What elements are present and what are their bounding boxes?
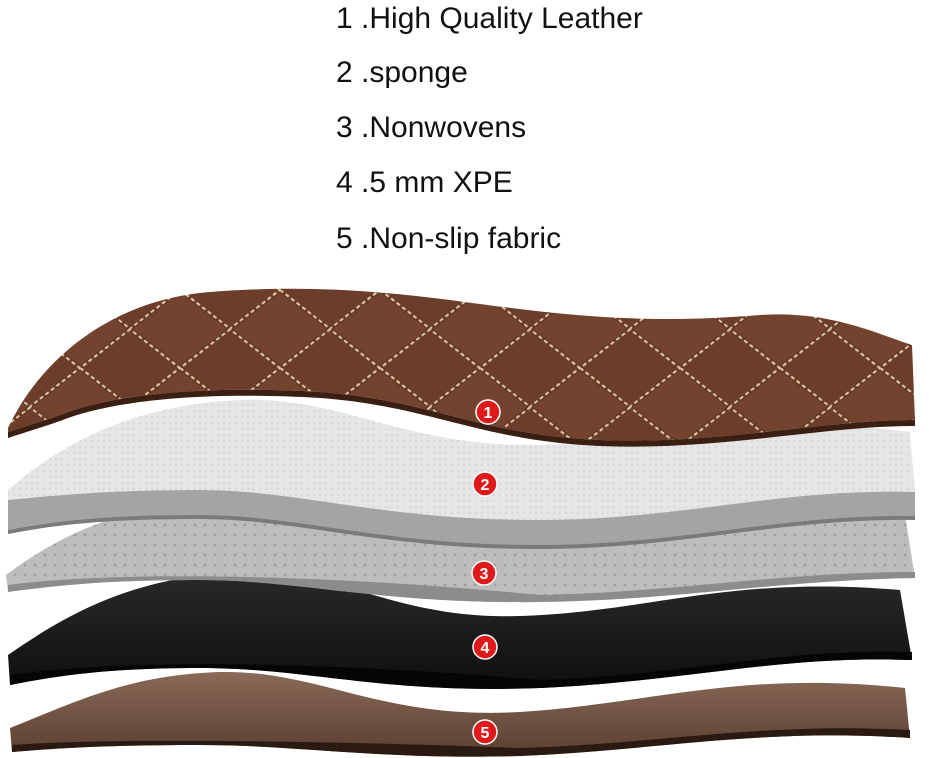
layer-xpe [8,571,912,689]
legend-item-3: 3 .Nonwovens [336,111,526,145]
badge-number: 1 [484,405,493,422]
leather-surface [8,288,915,441]
badge-5: 5 [472,719,498,745]
badge-number: 5 [481,725,490,742]
legend-item-1: 1 .High Quality Leather [336,2,643,36]
legend-label: .High Quality Leather [361,2,643,35]
badge-2: 2 [472,471,498,497]
badge-4: 4 [472,634,498,660]
legend-label: .Non-slip fabric [361,222,562,255]
legend-item-4: 4 .5 mm XPE [336,166,513,200]
legend-number: 2 [336,56,353,89]
sponge-top [8,399,915,520]
legend-item-2: 2 .sponge [336,56,468,90]
badge-circle [472,471,498,497]
legend-number: 4 [336,166,353,199]
legend-number: 5 [336,222,353,255]
badge-circle [475,399,501,425]
legend-label: .Nonwovens [361,111,527,144]
xpe-surface [8,571,912,689]
fabric-surface [10,671,910,757]
legend-item-5: 5 .Non-slip fabric [336,222,561,256]
legend-number: 3 [336,111,353,144]
badge-circle [472,719,498,745]
badge-circle [472,634,498,660]
badge-1: 1 [475,399,501,425]
badge-number: 4 [481,640,490,657]
badge-circle [471,560,497,586]
sponge-edge [8,490,915,545]
legend-label: .5 mm XPE [361,166,513,199]
legend-label: .sponge [361,56,468,89]
layer-sponge [8,399,915,549]
layer-fabric [10,671,910,757]
badge-3: 3 [471,560,497,586]
legend-number: 1 [336,2,353,35]
badge-number: 2 [481,477,490,494]
layer-leather [8,288,915,447]
badge-number: 3 [480,566,489,583]
